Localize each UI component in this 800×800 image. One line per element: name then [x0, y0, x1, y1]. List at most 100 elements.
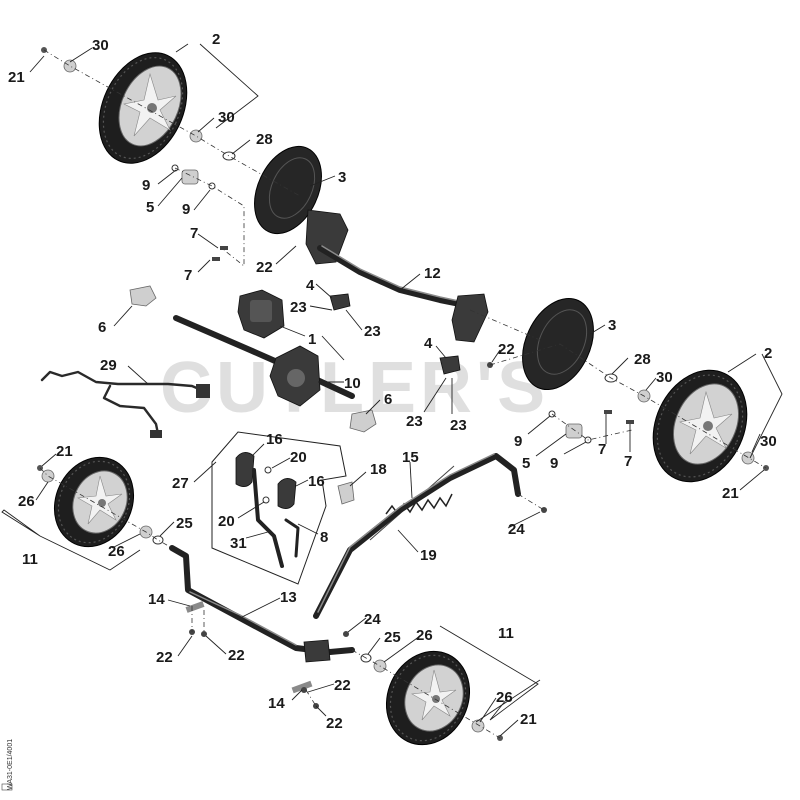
- callout-14: 14: [268, 695, 285, 712]
- callout-9: 9: [514, 433, 522, 450]
- drawing-code: WA31-0E1/4001: [7, 739, 14, 790]
- callout-7: 7: [598, 441, 606, 458]
- washer-25b: [360, 653, 372, 663]
- callout-14: 14: [148, 591, 165, 608]
- wheel-cap-26d: [471, 719, 485, 733]
- callout-23: 23: [450, 417, 467, 434]
- callout-25: 25: [384, 629, 401, 646]
- screw-22d: [201, 631, 207, 637]
- callout-9: 9: [550, 455, 558, 472]
- callout-28: 28: [256, 131, 273, 148]
- screw-7d: [626, 420, 634, 424]
- bushing-5b: [565, 423, 583, 439]
- callout-2: 2: [212, 31, 220, 48]
- callout-31: 31: [230, 535, 247, 552]
- callout-21: 21: [520, 711, 537, 728]
- washer-25a: [152, 535, 164, 545]
- callout-5: 5: [522, 455, 530, 472]
- washer-9b: [208, 182, 216, 190]
- callout-7: 7: [190, 225, 198, 242]
- wheel-right: [652, 369, 748, 483]
- callout-19: 19: [420, 547, 437, 564]
- center-lines: [39, 49, 767, 739]
- callout-29: 29: [100, 357, 117, 374]
- clip-14a: [185, 601, 205, 613]
- callout-5: 5: [146, 199, 154, 216]
- part-6b: [349, 409, 377, 433]
- callout-21: 21: [722, 485, 739, 502]
- callout-18: 18: [370, 461, 387, 478]
- callout-3: 3: [338, 169, 346, 186]
- height-bracket-top: [305, 209, 349, 265]
- callout-28: 28: [634, 351, 651, 368]
- callout-24: 24: [364, 611, 381, 628]
- callout-27: 27: [172, 475, 189, 492]
- clip-14b: [291, 680, 313, 694]
- callout-23: 23: [406, 413, 423, 430]
- callout-20: 20: [290, 449, 307, 466]
- wheel-cap-26a: [41, 469, 55, 483]
- drawing-code-box: [1, 783, 13, 791]
- wheel-front-left: [53, 456, 135, 548]
- callout-16: 16: [266, 431, 283, 448]
- clip-4b: [439, 355, 461, 375]
- callout-7: 7: [624, 453, 632, 470]
- callout-22: 22: [156, 649, 173, 666]
- callout-26: 26: [496, 689, 513, 706]
- callout-21: 21: [8, 69, 25, 86]
- screw-7c: [604, 410, 612, 414]
- callout-30: 30: [656, 369, 673, 386]
- lever-8: [284, 518, 300, 558]
- callout-4: 4: [424, 335, 433, 352]
- callout-6: 6: [98, 319, 106, 336]
- callout-12: 12: [424, 265, 441, 282]
- washer-28: [222, 151, 236, 161]
- callout-22: 22: [498, 341, 515, 358]
- clip-18: [337, 481, 355, 505]
- callout-20: 20: [218, 513, 235, 530]
- handle-grip-16b: [277, 478, 297, 509]
- callout-26: 26: [108, 543, 125, 560]
- washer-9c: [548, 410, 556, 418]
- transmission-10: [269, 345, 321, 407]
- callout-24: 24: [508, 521, 525, 538]
- callout-2: 2: [764, 345, 772, 362]
- bushing-5: [181, 169, 199, 185]
- callout-23: 23: [364, 323, 381, 340]
- part-6a: [129, 285, 157, 307]
- callout-26: 26: [416, 627, 433, 644]
- callout-7: 7: [184, 267, 192, 284]
- callout-11: 11: [22, 551, 38, 568]
- wheel-cover-top: [254, 145, 322, 235]
- callout-22: 22: [256, 259, 273, 276]
- pin-20b: [262, 496, 270, 504]
- height-bracket-right: [451, 293, 489, 343]
- pin-20a: [264, 466, 272, 474]
- callout-13: 13: [280, 589, 297, 606]
- callout-6: 6: [384, 391, 392, 408]
- screw-7a: [220, 246, 228, 250]
- gearbox-1: [237, 289, 285, 339]
- callout-30: 30: [760, 433, 777, 450]
- callout-16: 16: [308, 473, 325, 490]
- callout-3: 3: [608, 317, 616, 334]
- axle-bracket: [303, 639, 331, 663]
- cable-harness-29: [40, 370, 210, 438]
- clip-4a: [329, 293, 351, 311]
- wheel-cap-30: [63, 59, 77, 73]
- callout-22: 22: [326, 715, 343, 732]
- screw-24a: [541, 507, 547, 513]
- wheel-cover-right: [522, 297, 594, 391]
- callout-8: 8: [320, 529, 328, 546]
- callout-30: 30: [218, 109, 235, 126]
- callout-25: 25: [176, 515, 193, 532]
- callout-10: 10: [344, 375, 361, 392]
- callout-22: 22: [334, 677, 351, 694]
- callout-9: 9: [142, 177, 150, 194]
- callout-labels: 21 30 2 30 28 9 5 9 3 7 7 22 12 4 23 23 …: [8, 31, 777, 732]
- washer-28b: [604, 373, 618, 383]
- wheel-cap-30b: [189, 129, 203, 143]
- callout-15: 15: [402, 449, 419, 466]
- callout-11: 11: [498, 625, 514, 642]
